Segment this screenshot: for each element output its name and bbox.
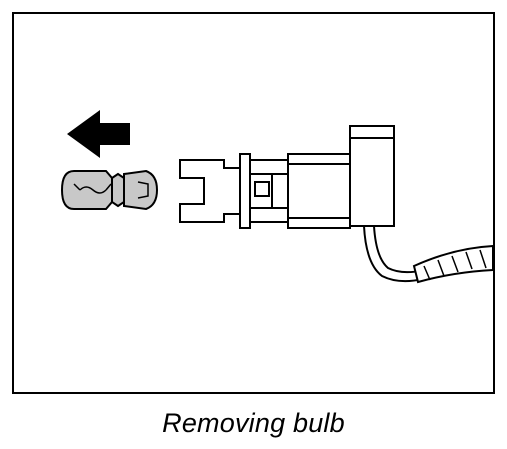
arrow-left-icon <box>67 110 130 158</box>
figure-caption: Removing bulb <box>162 408 345 438</box>
illustration-frame <box>12 12 495 394</box>
bulb <box>60 169 159 211</box>
removing-bulb-illustration <box>60 110 493 284</box>
bulb-socket <box>179 125 395 229</box>
wire-harness <box>363 225 493 284</box>
